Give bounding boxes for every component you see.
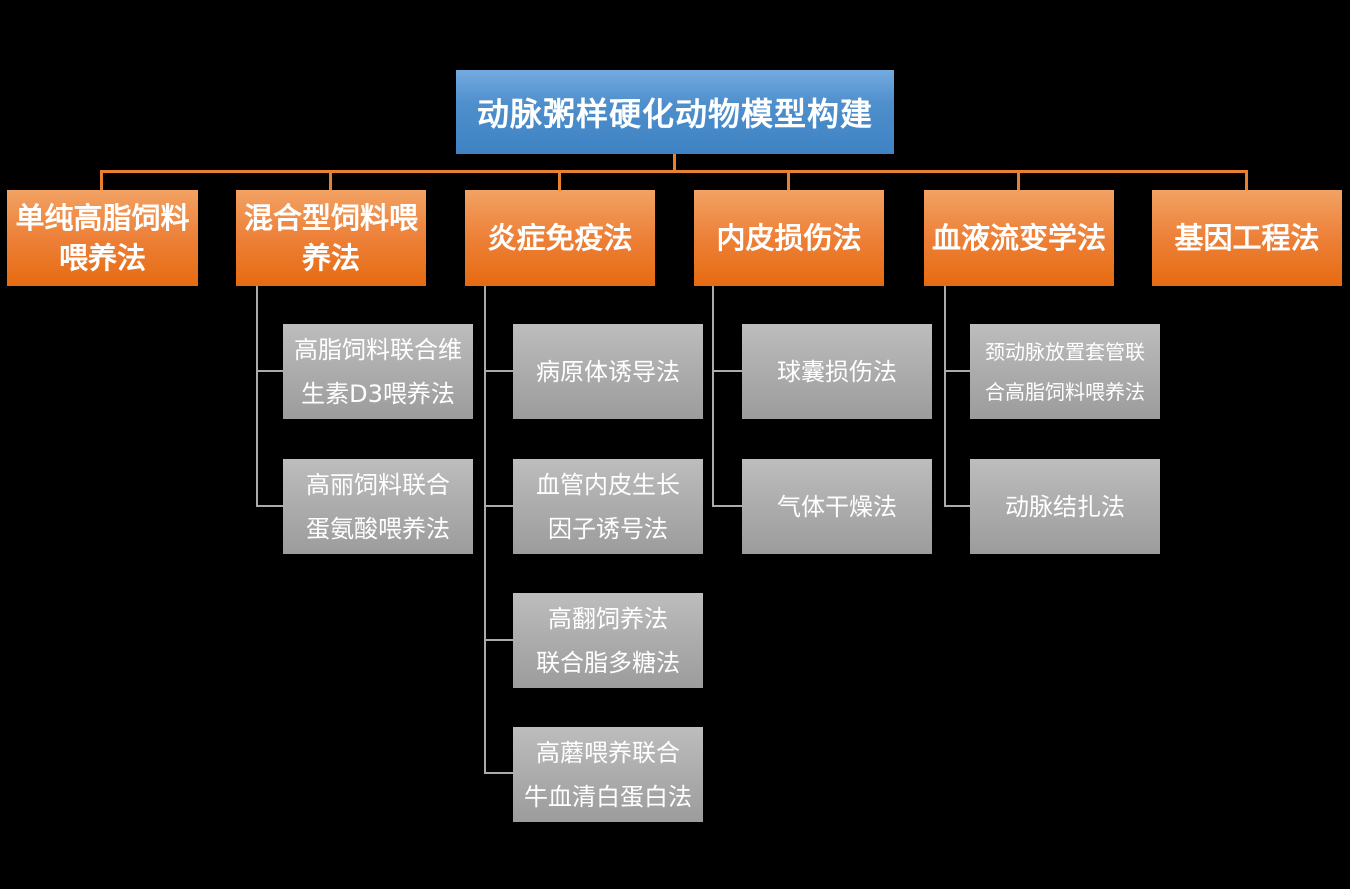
branch-node-mixed-diet: 混合型饲料喂 养法 <box>236 190 426 286</box>
leaf-node-gas-drying: 气体干燥法 <box>742 459 932 554</box>
leaf-label-line: 高翻饲养法 <box>548 604 668 633</box>
connector-branch-bovine-serum-albumin <box>484 772 513 774</box>
leaf-label-line: 合高脂饲料喂养法 <box>985 379 1145 404</box>
connector-branch-vegf <box>484 505 513 507</box>
leaf-label-line: 病原体诱导法 <box>536 357 680 386</box>
connector-trunk-mixed-diet <box>256 286 258 506</box>
connector-root-bus <box>100 170 1248 173</box>
connector-branch-balloon-injury <box>712 370 742 372</box>
branch-label-line: 血液流变学法 <box>931 221 1106 255</box>
branch-node-gene-engineering: 基因工程法 <box>1152 190 1342 286</box>
leaf-node-pathogen-induction: 病原体诱导法 <box>513 324 703 419</box>
connector-root-stub <box>673 154 676 171</box>
connector-drop-5 <box>1017 172 1020 190</box>
root-node-label: 动脉粥样硬化动物模型构建 <box>476 95 873 133</box>
connector-branch-artery-ligation <box>944 505 970 507</box>
leaf-label-line: 蛋氨酸喂养法 <box>306 514 450 543</box>
leaf-label-line: 牛血清白蛋白法 <box>524 782 692 811</box>
branch-node-simple-high-fat-diet: 单纯高脂饲料 喂养法 <box>7 190 198 286</box>
branch-label-line: 喂养法 <box>58 241 146 275</box>
connector-branch-vitamin-d3 <box>256 370 283 372</box>
leaf-label-line: 生素D3喂养法 <box>301 379 455 408</box>
leaf-node-bovine-serum-albumin: 高蘑喂养联合 牛血清白蛋白法 <box>513 727 703 822</box>
branch-node-inflammation-immune: 炎症免疫法 <box>465 190 655 286</box>
leaf-node-lipopolysaccharide: 高翻饲养法 联合脂多糖法 <box>513 593 703 688</box>
connector-branch-pathogen <box>484 370 513 372</box>
leaf-label-line: 动脉结扎法 <box>1005 492 1125 521</box>
connector-trunk-inflammation <box>484 286 486 774</box>
leaf-node-methionine: 高丽饲料联合 蛋氨酸喂养法 <box>283 459 473 554</box>
leaf-label-line: 高蘑喂养联合 <box>536 738 680 767</box>
leaf-label-line: 血管内皮生长 <box>536 470 680 499</box>
leaf-node-balloon-injury: 球囊损伤法 <box>742 324 932 419</box>
connector-drop-1 <box>100 172 103 190</box>
connector-branch-lipopolysaccharide <box>484 639 513 641</box>
branch-label-line: 混合型饲料喂 <box>243 201 418 235</box>
branch-label-line: 养法 <box>301 241 360 275</box>
connector-drop-3 <box>558 172 561 190</box>
leaf-label-line: 球囊损伤法 <box>777 357 897 386</box>
branch-label-line: 基因工程法 <box>1174 221 1320 255</box>
branch-node-hemorheology: 血液流变学法 <box>924 190 1114 286</box>
connector-branch-gas-drying <box>712 505 742 507</box>
leaf-label-line: 因子诱号法 <box>548 514 668 543</box>
leaf-node-vegf: 血管内皮生长 因子诱号法 <box>513 459 703 554</box>
connector-drop-2 <box>329 172 332 190</box>
leaf-node-artery-ligation: 动脉结扎法 <box>970 459 1160 554</box>
branch-label-line: 炎症免疫法 <box>487 221 633 255</box>
connector-drop-4 <box>787 172 790 190</box>
leaf-node-vitamin-d3: 高脂饲料联合维 生素D3喂养法 <box>283 324 473 419</box>
branch-label-line: 单纯高脂饲料 <box>15 201 190 235</box>
leaf-label-line: 高脂饲料联合维 <box>294 335 462 364</box>
leaf-label-line: 气体干燥法 <box>777 492 897 521</box>
leaf-label-line: 颈动脉放置套管联 <box>985 339 1145 364</box>
branch-label-line: 内皮损伤法 <box>716 221 862 255</box>
leaf-label-line: 高丽饲料联合 <box>306 470 450 499</box>
connector-branch-carotid-cannula <box>944 370 970 372</box>
connector-branch-methionine <box>256 505 283 507</box>
root-node: 动脉粥样硬化动物模型构建 <box>456 70 894 154</box>
connector-trunk-hemorheology <box>944 286 946 506</box>
leaf-label-line: 联合脂多糖法 <box>536 648 680 677</box>
connector-drop-6 <box>1245 172 1248 190</box>
leaf-node-carotid-cannula: 颈动脉放置套管联 合高脂饲料喂养法 <box>970 324 1160 419</box>
branch-node-endothelial-injury: 内皮损伤法 <box>694 190 884 286</box>
connector-trunk-endothelial-injury <box>712 286 714 506</box>
